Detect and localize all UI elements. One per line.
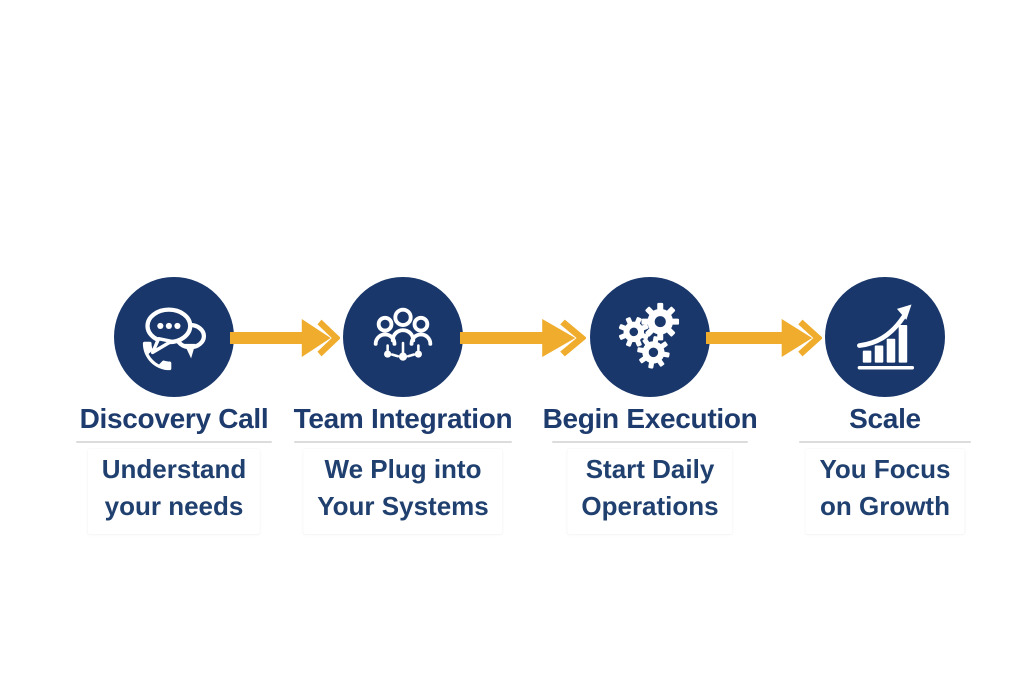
title-divider (294, 441, 512, 443)
subtitle-line: Understand (101, 454, 247, 484)
step-title: Begin Execution (542, 403, 758, 434)
step-title: Team Integration (293, 403, 513, 434)
gears-icon (618, 302, 680, 369)
team-network-icon (373, 307, 433, 361)
step-circle (590, 277, 710, 397)
flow-arrow-icon (706, 319, 822, 357)
title-divider (799, 441, 971, 443)
subtitle-line: on Growth (820, 491, 950, 521)
subtitle-line: your needs (104, 491, 244, 521)
title-divider (76, 441, 272, 443)
chat-phone-icon (142, 307, 207, 371)
growth-chart-icon (857, 304, 915, 370)
flow-arrow-icon (230, 319, 340, 357)
subtitle-line: Start Daily (585, 454, 715, 484)
step-title: Discovery Call (79, 403, 269, 434)
subtitle-line: You Focus (819, 454, 951, 484)
step-circle (343, 277, 463, 397)
step-circle (825, 277, 945, 397)
step-title: Scale (849, 403, 921, 434)
flow-arrow-icon (460, 319, 586, 357)
subtitle-line: We Plug into (324, 454, 482, 484)
subtitle-line: Operations (581, 491, 719, 521)
step-subtitle: You Focus on Growth (805, 449, 965, 534)
title-divider (552, 441, 748, 443)
step-circle (114, 277, 234, 397)
step-subtitle: Start Daily Operations (567, 449, 733, 534)
subtitle-line: Your Systems (317, 491, 489, 521)
step-subtitle: We Plug into Your Systems (303, 449, 503, 534)
step-subtitle: Understand your needs (87, 449, 261, 534)
